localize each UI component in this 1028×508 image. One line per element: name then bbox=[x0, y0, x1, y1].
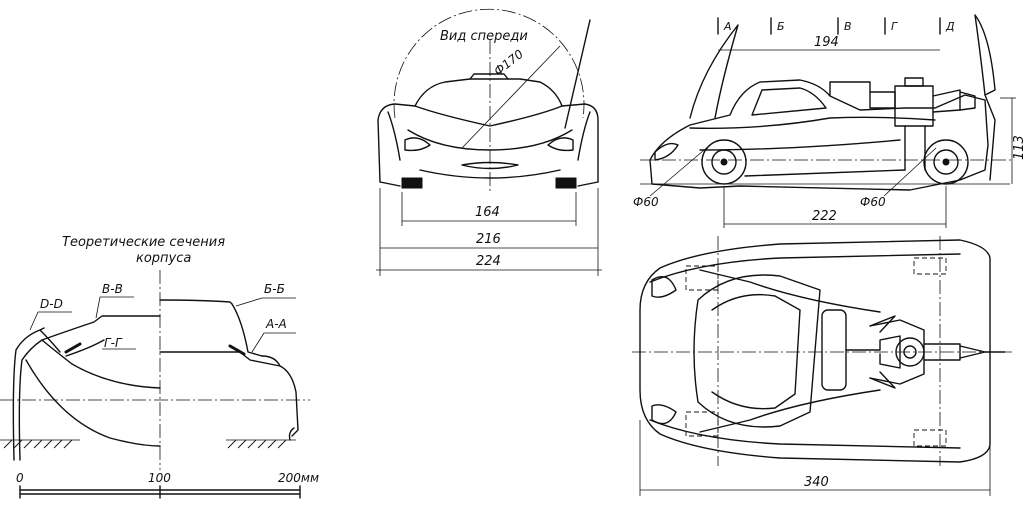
section-A: А bbox=[723, 20, 732, 33]
phi170-circle bbox=[393, 8, 585, 119]
front-left-wheel-hidden bbox=[685, 265, 719, 291]
scale-label-100: 100 bbox=[148, 471, 171, 485]
dim-164: 164 bbox=[475, 205, 500, 220]
section-DD-curve bbox=[12, 327, 45, 461]
antenna bbox=[564, 19, 591, 129]
scale-bar: 0 100 200мм bbox=[16, 471, 319, 499]
side-view: А Б В Г Д 194 bbox=[633, 14, 1027, 228]
side-body-outline bbox=[649, 79, 989, 191]
dim-340: 340 bbox=[804, 475, 829, 490]
cut-VV-label: В-В bbox=[102, 282, 123, 296]
front-body-outline bbox=[377, 78, 599, 183]
fuel-tank bbox=[821, 309, 847, 391]
cut-DD-label: D-D bbox=[40, 297, 63, 311]
dim-216: 216 bbox=[476, 232, 501, 247]
ground-hatch-left bbox=[3, 439, 73, 449]
front-view-label: Вид спереди bbox=[440, 29, 528, 44]
section-BB-top bbox=[159, 299, 233, 305]
section-B: Б bbox=[777, 20, 785, 33]
top-view: 340 bbox=[632, 236, 1012, 496]
front-fin bbox=[689, 24, 739, 119]
cut-AA-label: А-А bbox=[265, 317, 287, 331]
sections-title-line2: корпуса bbox=[136, 251, 191, 266]
rear-propeller bbox=[974, 14, 996, 96]
dim-222: 222 bbox=[812, 209, 837, 224]
top-body-outline bbox=[639, 239, 991, 463]
cut-GG-label: Г-Г bbox=[104, 336, 123, 350]
dim-113: 113 bbox=[1012, 135, 1027, 160]
sections-title-line1: Теоретические сечения bbox=[62, 235, 225, 250]
cut-BB-label: Б-Б bbox=[264, 282, 285, 296]
section-marks: А Б В Г Д bbox=[717, 17, 955, 35]
cross-sections: Теоретические сечения корпуса bbox=[0, 235, 319, 499]
dim-224: 224 bbox=[476, 254, 501, 269]
canopy bbox=[693, 274, 821, 428]
front-view: Вид спереди Ф170 164 216 bbox=[376, 8, 602, 276]
front-wheel-left bbox=[401, 177, 423, 189]
ground-hatch-right bbox=[227, 439, 287, 449]
phi60-front-label: Ф60 bbox=[633, 195, 659, 209]
scale-label-0: 0 bbox=[16, 471, 24, 485]
section-G: Г bbox=[891, 20, 898, 33]
scale-label-200: 200мм bbox=[278, 471, 319, 485]
section-VV-curve bbox=[41, 315, 161, 341]
side-window bbox=[751, 87, 827, 116]
phi60-rear-label: Ф60 bbox=[860, 195, 886, 209]
section-D: Д bbox=[945, 20, 955, 33]
section-V: В bbox=[844, 20, 852, 33]
dim-194: 194 bbox=[814, 35, 839, 50]
front-wheel-right bbox=[555, 177, 577, 189]
